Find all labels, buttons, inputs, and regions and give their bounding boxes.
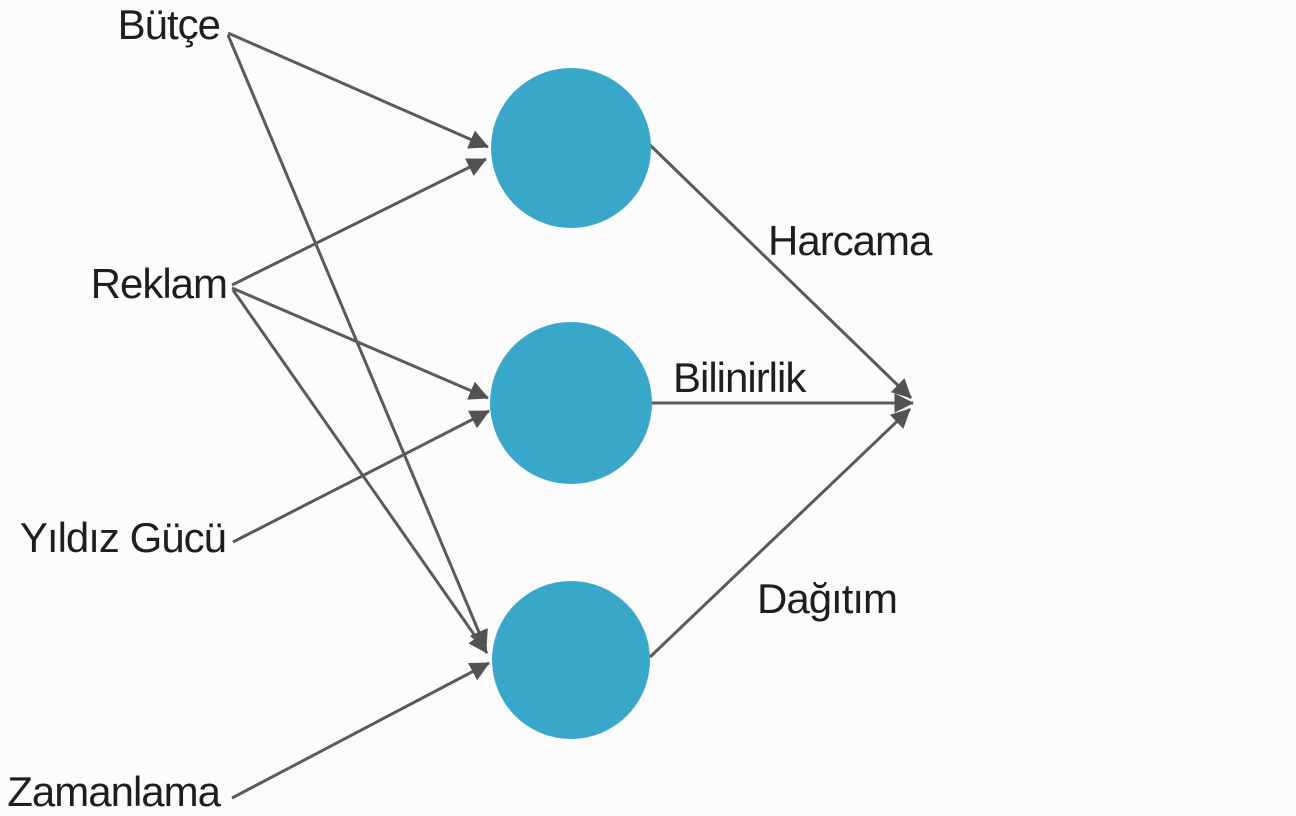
hidden-node-middle <box>490 322 652 484</box>
hidden-node-bottom <box>492 581 650 739</box>
edge-hidden-bottom-to-convergence-dagitim <box>648 407 912 659</box>
edge-butce-to-hidden-top <box>227 31 489 149</box>
edge-label-dagitim: Dağıtım <box>757 575 897 622</box>
input-label-butce: Bütçe <box>118 1 220 48</box>
edge-yildiz-gucu-to-hidden-middle <box>232 409 490 544</box>
hidden-node-top <box>491 68 651 228</box>
edge-label-bilinirlik: Bilinirlik <box>673 354 807 401</box>
edge-hidden-top-to-convergence-harcama <box>648 143 913 400</box>
edge-reklam-to-hidden-bottom <box>231 289 489 654</box>
edge-label-harcama: Harcama <box>768 217 933 264</box>
edge-reklam-to-hidden-top <box>231 157 487 287</box>
input-label-reklam: Reklam <box>91 260 227 307</box>
edge-zamanlama-to-hidden-bottom <box>231 661 490 800</box>
input-label-zamanlama: Zamanlama <box>7 768 221 815</box>
input-label-yildiz-gucu: Yıldız Gücü <box>20 514 226 561</box>
edge-reklam-to-hidden-middle <box>231 286 489 400</box>
